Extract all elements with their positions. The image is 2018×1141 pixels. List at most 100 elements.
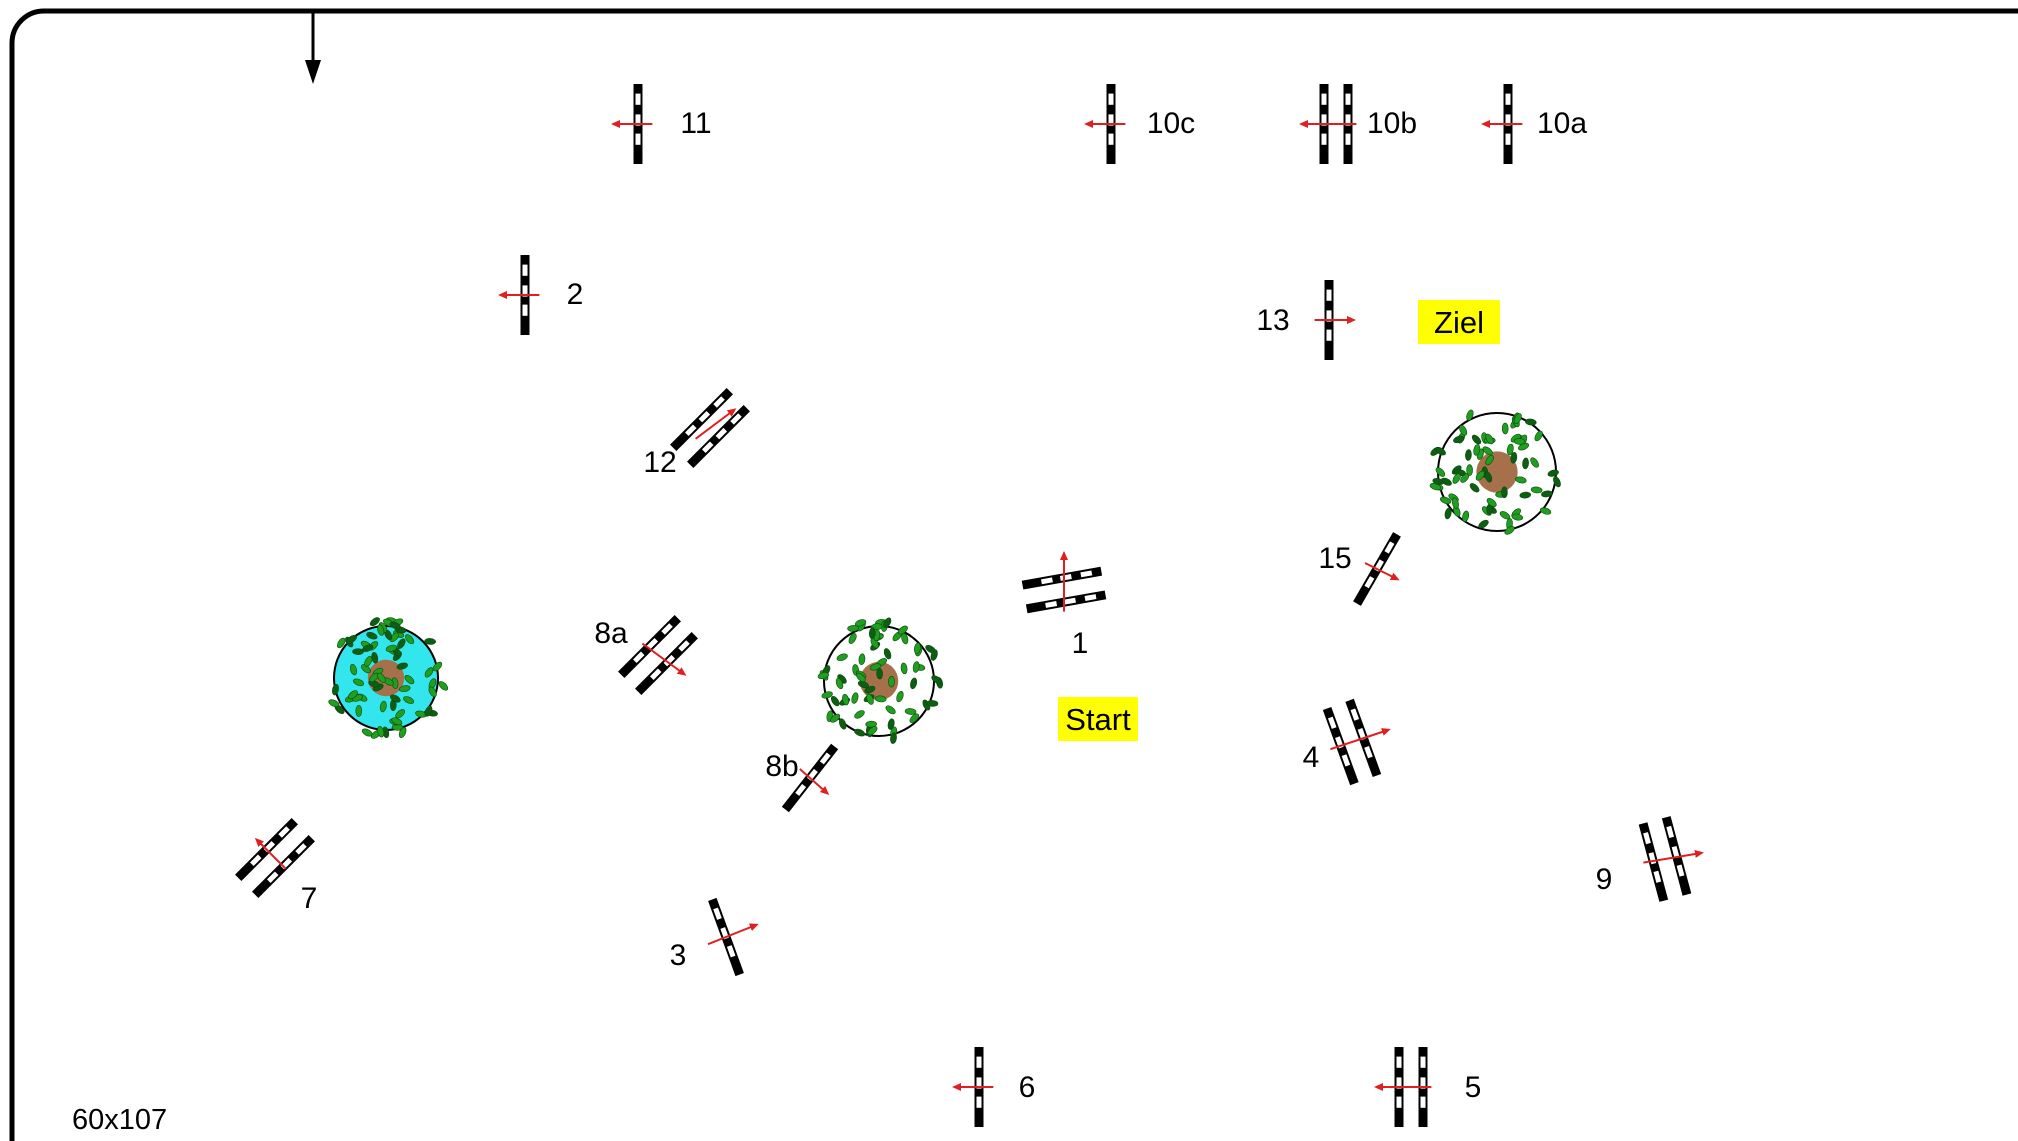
plant-leaf (347, 690, 358, 700)
plant-leaf (398, 685, 411, 692)
plant-leaf (856, 672, 866, 683)
plant-leaf (1452, 473, 1461, 484)
plant-leaf (404, 675, 415, 685)
plant-leaf (396, 662, 408, 670)
obstacle-10c[interactable] (1084, 84, 1126, 164)
plant-leaf (1444, 507, 1452, 520)
plant-leaf (1459, 424, 1468, 436)
pole-stripe (1505, 114, 1511, 126)
svg-text:Ziel: Ziel (1434, 305, 1484, 340)
plant-leaf (332, 683, 339, 696)
obstacle-label-1: 1 (1072, 627, 1089, 660)
plant-leaf (389, 632, 400, 643)
obstacle-label-12: 12 (643, 446, 676, 479)
pole-stripe (1108, 114, 1114, 126)
obstacle-8a[interactable] (616, 613, 709, 706)
obstacle-4[interactable] (1317, 691, 1401, 787)
pole-stripe (1420, 1096, 1426, 1108)
plant-leaf (830, 713, 841, 723)
plant-leaf (379, 700, 387, 713)
obstacle-3[interactable] (694, 888, 770, 981)
pole-stripe (267, 871, 279, 883)
obstacle-6[interactable] (952, 1047, 994, 1127)
pole-stripe (1384, 541, 1395, 554)
pole-stripe (1341, 754, 1351, 767)
plant-leaf (883, 648, 892, 660)
pole-stripe (1321, 93, 1327, 105)
direction-arrow (1643, 850, 1704, 864)
plant-leaf (854, 710, 865, 719)
plant-leaf (377, 624, 385, 636)
pole-stripe (1084, 594, 1097, 601)
plant-leaf (428, 686, 437, 698)
obstacle-7[interactable] (229, 812, 315, 898)
obstacle-label-7: 7 (301, 882, 318, 915)
plant-leaf (910, 677, 918, 690)
plant-leaf (376, 672, 386, 683)
plant-east (1429, 409, 1561, 535)
plant-leaf (876, 667, 883, 680)
plant-leaf (1506, 443, 1514, 456)
plant-center (817, 617, 943, 744)
pole-stripe (661, 623, 673, 635)
pole-stripe (1326, 310, 1332, 322)
direction-arrow (707, 923, 759, 946)
plant-west-pond (328, 617, 449, 739)
plant-leaf (364, 656, 373, 667)
plant-leaf (1471, 434, 1482, 445)
plant-leaf (1465, 449, 1472, 461)
plant-leaf (389, 621, 401, 630)
plant-leaf (839, 718, 847, 730)
plant-leaf (1513, 413, 1522, 425)
plant-leaf (851, 692, 859, 704)
plant-leaf (390, 694, 401, 703)
pole-stripe (278, 826, 290, 838)
plant-leaf (377, 726, 385, 738)
finish-marker: Ziel (1418, 300, 1500, 344)
plant-leaf (424, 638, 436, 645)
pole-stripe (1326, 329, 1332, 341)
obstacle-label-15: 15 (1318, 542, 1351, 575)
plant-leaf (1530, 457, 1539, 468)
direction-arrow (1330, 728, 1391, 751)
plant-leaf (1453, 435, 1465, 444)
pole-stripe (633, 651, 645, 663)
plant-leaf (1511, 513, 1524, 521)
obstacle-8b[interactable] (775, 738, 853, 823)
obstacle-label-9: 9 (1596, 863, 1613, 896)
plant-leaf (1485, 433, 1494, 445)
entry-arrow (305, 12, 321, 84)
pole-stripe (1345, 114, 1351, 126)
obstacle-label-8a: 8a (594, 617, 628, 650)
obstacle-12[interactable] (670, 388, 750, 468)
obstacle-2[interactable] (498, 255, 540, 335)
obstacle-1[interactable] (1018, 548, 1107, 618)
obstacle-label-10c: 10c (1147, 107, 1195, 140)
plant-leaf (867, 726, 878, 736)
plant-leaf (385, 644, 397, 652)
obstacle-5[interactable] (1374, 1047, 1432, 1127)
pole-stripe (1080, 570, 1093, 578)
pole-stripe (1420, 1077, 1426, 1089)
plant-leaf (926, 700, 939, 707)
obstacle-15[interactable] (1345, 528, 1416, 615)
obstacle-11[interactable] (611, 84, 653, 164)
plant-leaf (835, 677, 844, 690)
pole-stripe (1108, 133, 1114, 145)
plant-leaf (1432, 478, 1444, 485)
plant-leaf (888, 675, 895, 688)
pole-stripe (726, 945, 736, 958)
pole-stripe (1420, 1056, 1426, 1068)
pole-stripe (1364, 576, 1375, 589)
plant-leaf (1486, 498, 1497, 508)
obstacle-10a[interactable] (1481, 84, 1523, 164)
obstacle-label-6: 6 (1019, 1071, 1036, 1104)
plant-leaf (1475, 470, 1485, 481)
plant-leaf (868, 627, 876, 639)
obstacle-13[interactable] (1314, 280, 1356, 360)
pole-stripe (1321, 114, 1327, 126)
obstacle-9[interactable] (1634, 811, 1711, 903)
obstacle-10b[interactable] (1299, 84, 1357, 164)
pole-stripe (1345, 93, 1351, 105)
